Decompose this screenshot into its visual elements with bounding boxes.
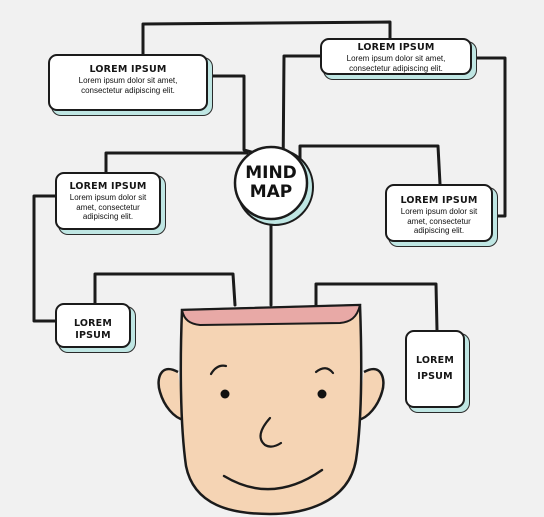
box-title: LOREM IPSUM xyxy=(89,64,167,75)
box-title: LOREM IPSUM xyxy=(73,318,113,341)
box-title: LOREM IPSUM xyxy=(400,195,478,206)
box-body: Lorem ipsum dolor sit amet, consectetur … xyxy=(400,207,478,235)
box-title: LOREM IPSUM xyxy=(415,355,455,382)
right-eyebrow-icon xyxy=(314,367,335,375)
connector-right-arc xyxy=(298,144,442,186)
connector-left-box-to-center xyxy=(206,74,257,155)
mouth-icon xyxy=(222,468,324,491)
connector-top-left xyxy=(141,20,392,56)
box-lower-left: LOREM IPSUM xyxy=(55,303,131,348)
head-icon xyxy=(179,303,363,516)
box-body: Lorem ipsum dolor sit amet, consectetur … xyxy=(346,54,446,73)
right-eye-icon xyxy=(317,389,327,399)
box-mid-left: LOREM IPSUM Lorem ipsum dolor sit amet, … xyxy=(55,172,161,230)
box-lower-right: LOREM IPSUM xyxy=(405,330,465,408)
center-title: MIND MAP xyxy=(233,164,309,202)
box-title: LOREM IPSUM xyxy=(69,181,147,192)
connector-left-lower xyxy=(93,272,237,307)
left-ear-icon xyxy=(157,367,185,422)
connector-top-right xyxy=(281,54,324,180)
box-mid-right: LOREM IPSUM Lorem ipsum dolor sit amet, … xyxy=(385,184,493,242)
box-top-left: LOREM IPSUM Lorem ipsum dolor sit amet, … xyxy=(48,54,208,111)
nose-icon xyxy=(259,416,283,448)
left-eye-icon xyxy=(220,389,230,399)
brain-opening-icon xyxy=(180,303,362,327)
center-title-line1: MIND xyxy=(245,163,297,183)
box-title: LOREM IPSUM xyxy=(357,42,435,53)
connector-far-right xyxy=(474,56,507,218)
connector-bottom-right xyxy=(314,282,439,332)
connector-far-left xyxy=(32,194,60,323)
center-title-line2: MAP xyxy=(249,182,293,202)
left-eyebrow-icon xyxy=(209,364,228,376)
box-body: Lorem ipsum dolor sit amet, consectetur … xyxy=(69,193,147,221)
connector-mid-left xyxy=(104,151,249,178)
box-body: Lorem ipsum dolor sit amet, consectetur … xyxy=(78,76,178,95)
box-top-right: LOREM IPSUM Lorem ipsum dolor sit amet, … xyxy=(320,38,472,75)
right-ear-icon xyxy=(357,367,385,422)
